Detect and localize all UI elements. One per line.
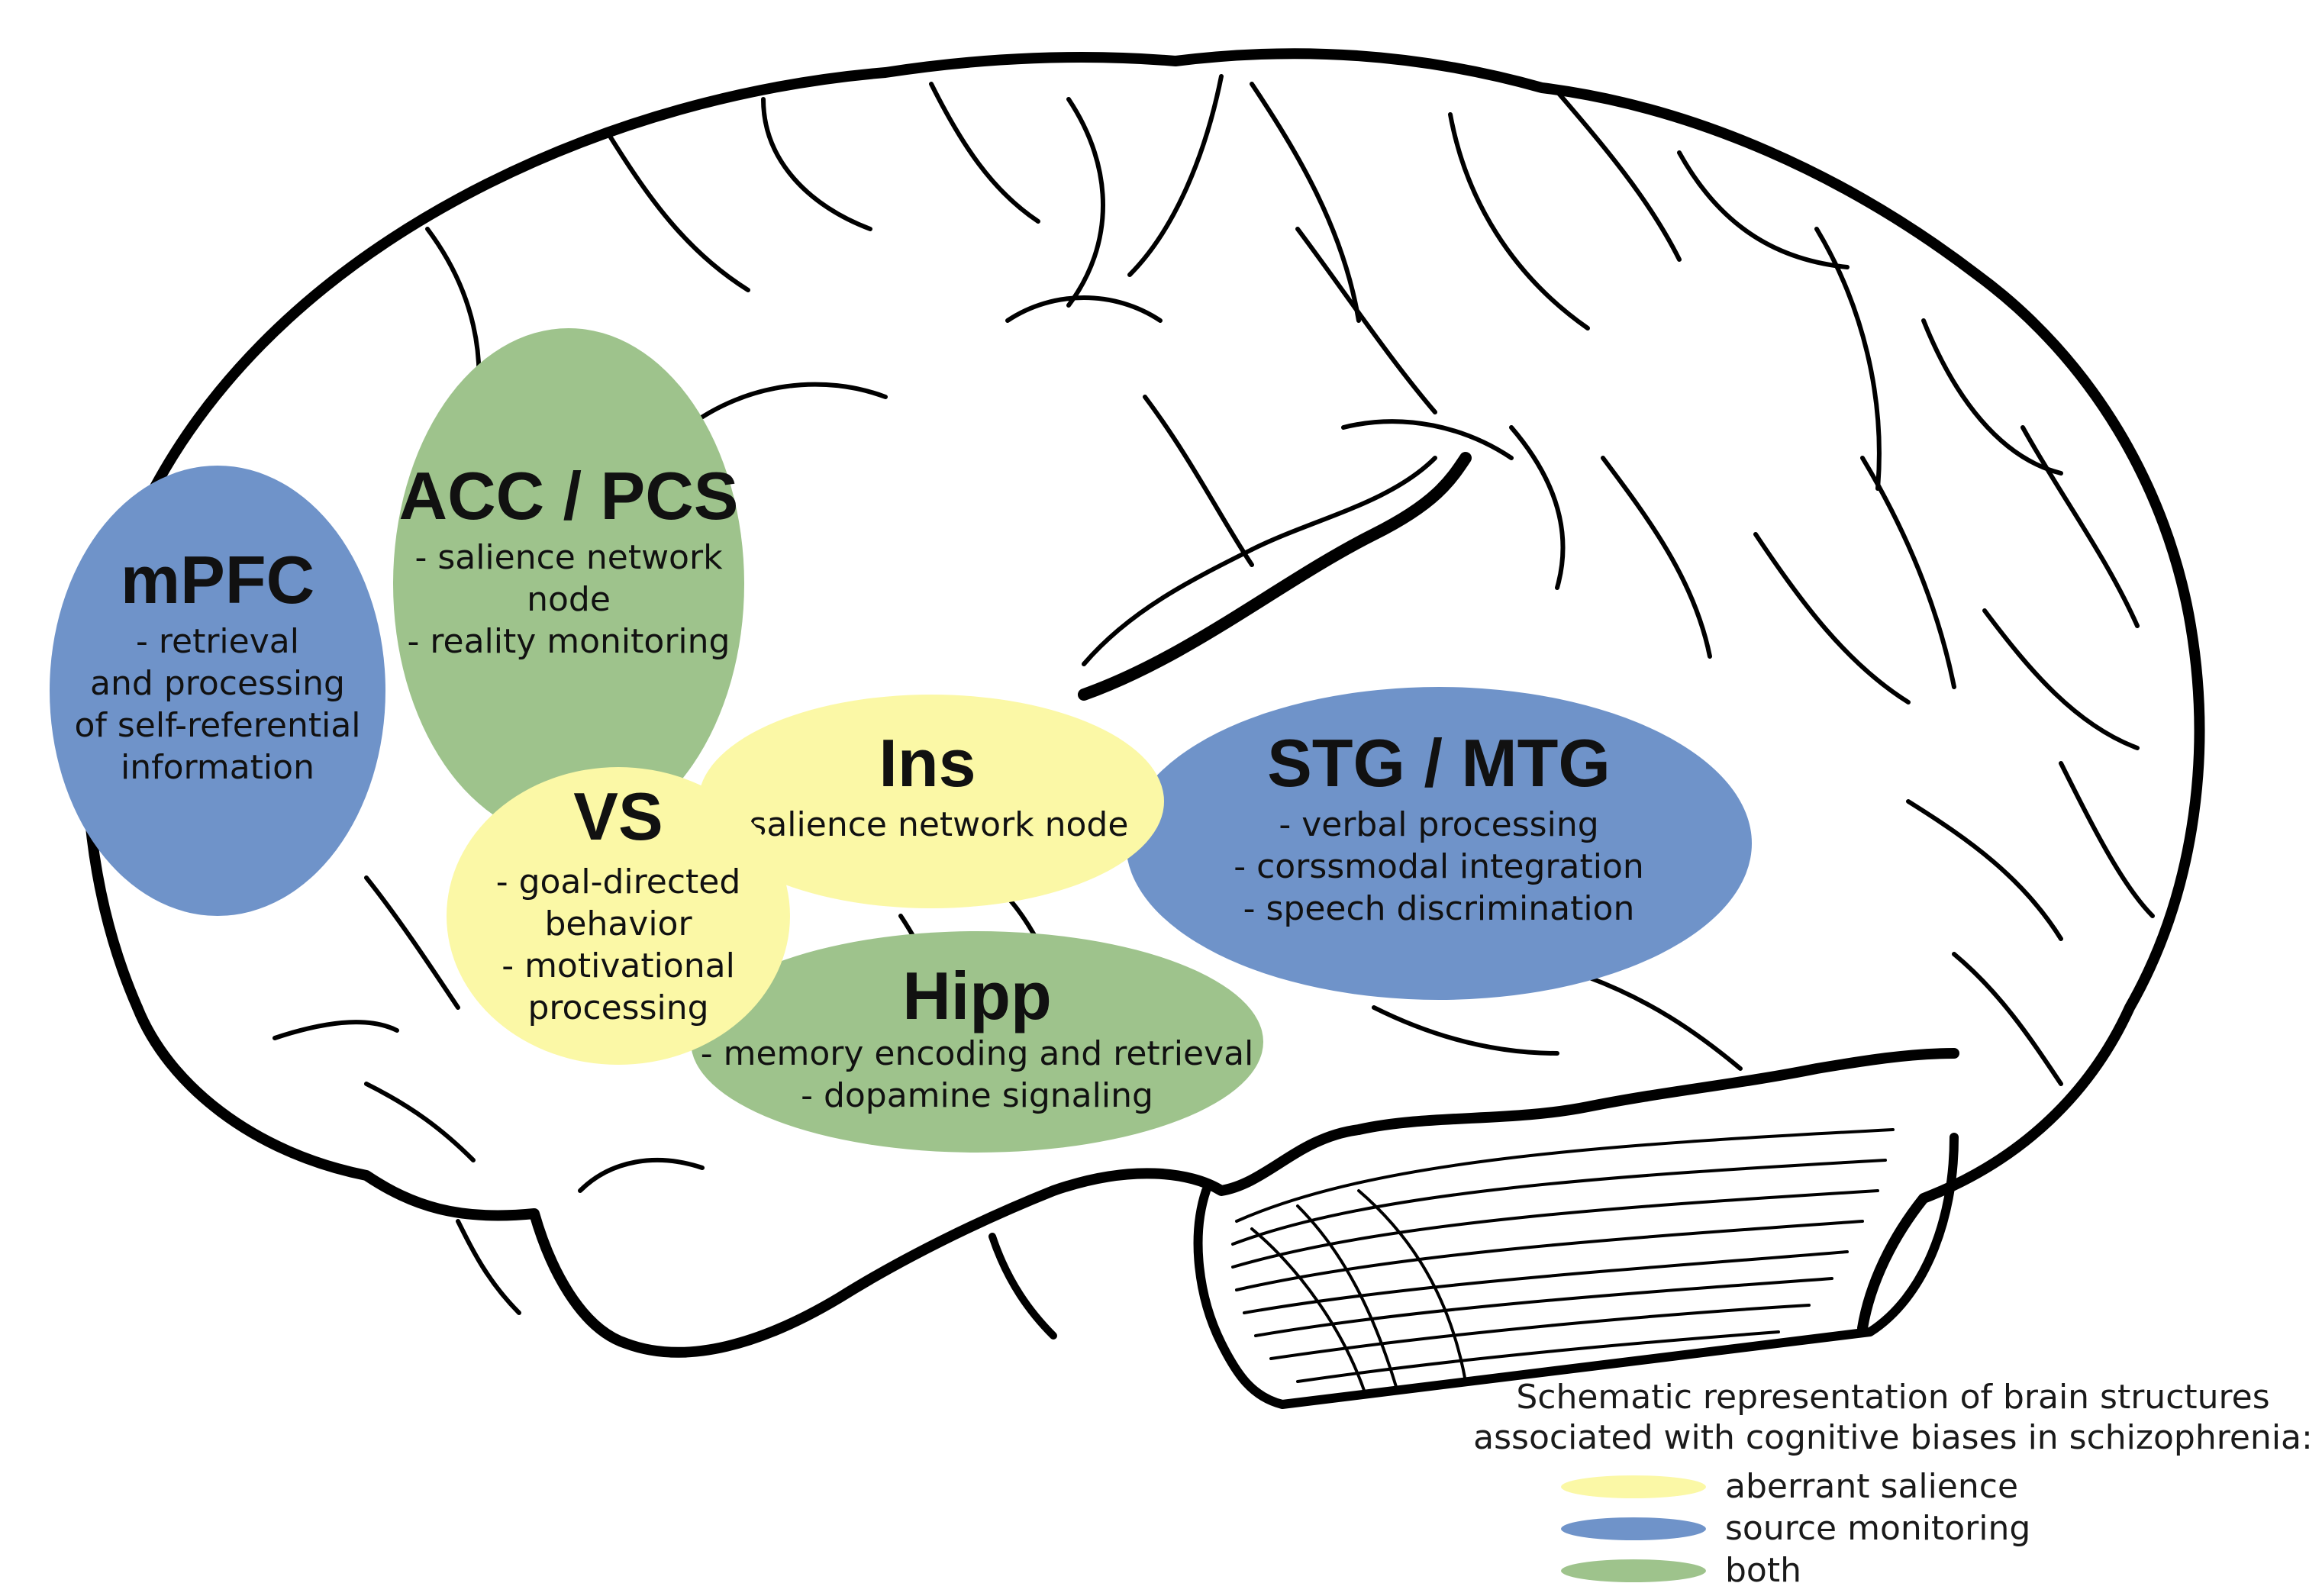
region-vs-line: - goal-directed <box>496 862 741 901</box>
region-ins-title: Ins <box>879 725 976 801</box>
legend-label-aberrant-salience: aberrant salience <box>1725 1467 2018 1506</box>
region-stg-mtg-line: - verbal processing <box>1279 805 1598 844</box>
region-mpfc-line: of self-referential <box>74 706 360 745</box>
legend: Schematic representation of brain struct… <box>1473 1378 2313 1590</box>
cortex-outline <box>82 48 2205 1333</box>
region-stg-mtg-line: - corssmodal integration <box>1234 847 1644 886</box>
cortex-underside <box>132 1002 1959 1358</box>
lateral-sulcus <box>1078 452 1472 701</box>
region-mpfc: mPFC - retrieval and processing of self-… <box>50 466 385 916</box>
region-acc-pcs-title: ACC / PCS <box>399 458 739 534</box>
region-ins: Ins - salience network node <box>698 695 1164 908</box>
region-ins-line: - salience network node <box>727 805 1129 844</box>
region-hipp-line: - memory encoding and retrieval <box>701 1034 1254 1073</box>
brain-outline <box>82 48 2205 1409</box>
region-mpfc-line: and processing <box>90 664 345 703</box>
region-acc-pcs-line: - reality monitoring <box>408 622 730 661</box>
cerebellum-folia <box>1231 1128 1895 1398</box>
cerebellum-outline <box>1193 1133 1959 1409</box>
region-hipp: Hipp - memory encoding and retrieval - d… <box>691 931 1263 1153</box>
region-stg-mtg-shape <box>1126 687 1752 1000</box>
region-vs-line: behavior <box>544 904 692 943</box>
region-mpfc-title: mPFC <box>121 542 314 617</box>
region-acc-pcs-line: node <box>527 580 611 619</box>
brainstem-line <box>988 1233 1057 1340</box>
legend-label-source-monitoring: source monitoring <box>1725 1509 2030 1548</box>
region-acc-pcs-line: - salience network <box>414 538 723 577</box>
legend-swatch-both <box>1561 1559 1706 1582</box>
region-acc-pcs: ACC / PCS - salience network node - real… <box>393 328 744 840</box>
region-stg-mtg-line: - speech discrimination <box>1243 889 1635 928</box>
region-vs-line: - motivational <box>501 946 735 985</box>
region-mpfc-shape <box>50 466 385 916</box>
region-ins-shape <box>698 695 1164 908</box>
region-vs: VS - goal-directed behavior - motivation… <box>447 767 790 1065</box>
legend-swatch-source-monitoring <box>1561 1517 1706 1540</box>
region-vs-title: VS <box>573 779 663 854</box>
region-stg-mtg-title: STG / MTG <box>1267 725 1611 801</box>
region-mpfc-line: information <box>121 748 314 787</box>
legend-label-both: both <box>1725 1551 1801 1590</box>
region-mpfc-line: - retrieval <box>136 622 299 661</box>
region-acc-pcs-shape <box>393 328 744 840</box>
legend-swatch-aberrant-salience <box>1561 1475 1706 1498</box>
region-hipp-shape <box>691 931 1263 1153</box>
region-vs-shape <box>447 767 790 1065</box>
region-hipp-title: Hipp <box>902 958 1052 1033</box>
region-vs-line: processing <box>527 988 708 1027</box>
legend-title-line1: Schematic representation of brain struct… <box>1516 1378 2269 1417</box>
legend-title-line2: associated with cognitive biases in schi… <box>1473 1418 2313 1457</box>
sulci <box>273 74 2155 1315</box>
region-stg-mtg: STG / MTG - verbal processing - corssmod… <box>1126 687 1752 1000</box>
region-hipp-line: - dopamine signaling <box>801 1076 1153 1115</box>
